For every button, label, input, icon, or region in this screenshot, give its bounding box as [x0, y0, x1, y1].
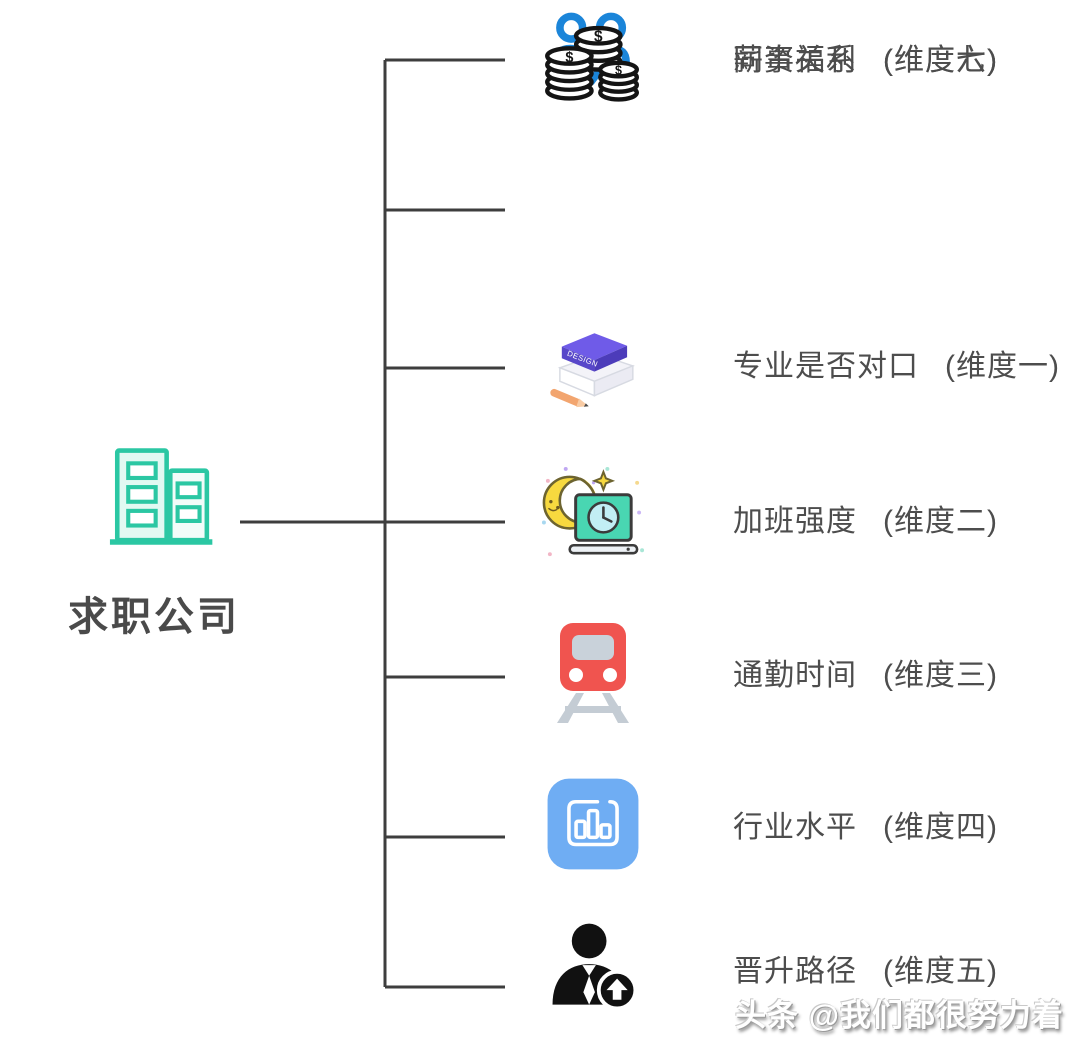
watermark: 头条 @我们都很努力着	[735, 998, 1064, 1033]
dimension-row: DESIGN 专业是否对口 (维度一)	[530, 306, 1078, 420]
books-icon: DESIGN	[549, 333, 635, 408]
dollar-sign: $	[594, 29, 603, 46]
dimension-row: 行业水平 (维度四)	[530, 767, 1078, 881]
dimension-number: (维度四)	[883, 811, 998, 844]
dimension-label: 加班强度	[733, 505, 857, 538]
bar-chart-icon	[547, 778, 638, 870]
dimension-label: 专业是否对口	[733, 350, 919, 383]
buildings-icon	[109, 448, 213, 545]
dimension-row: 通勤时间 (维度三)	[530, 615, 1078, 729]
dimension-number: (维度二)	[883, 505, 998, 538]
dollar-sign: $	[565, 50, 573, 66]
dimension-label: 通勤时间	[733, 659, 857, 692]
dimension-label: 晋升路径	[733, 955, 857, 988]
coins-icon: $ $ $	[544, 25, 639, 102]
moon-laptop-icon	[541, 466, 644, 557]
dimension-label: 薪资福利	[733, 44, 857, 77]
train-icon	[556, 623, 629, 723]
dimension-number: (维度三)	[883, 659, 998, 692]
dimension-label: 行业水平	[733, 811, 857, 844]
dimension-row: $ $ $ 薪资福利 (维度七)	[530, 0, 1078, 114]
dollar-sign: $	[615, 63, 622, 77]
dimension-number: (维度七)	[883, 44, 998, 77]
dimension-label: 同事关系	[733, 44, 857, 77]
dimension-number: (维度一)	[945, 350, 1060, 383]
root-label: 求职公司	[68, 595, 240, 639]
dimension-row: 加班强度 (维度二)	[530, 461, 1078, 575]
dimension-number: (维度六)	[883, 44, 998, 77]
promotion-person-icon	[552, 923, 637, 1011]
dimension-row: 晋升路径 (维度五)	[530, 911, 1078, 1025]
root-node	[88, 438, 216, 560]
dimension-number: (维度五)	[883, 955, 998, 988]
